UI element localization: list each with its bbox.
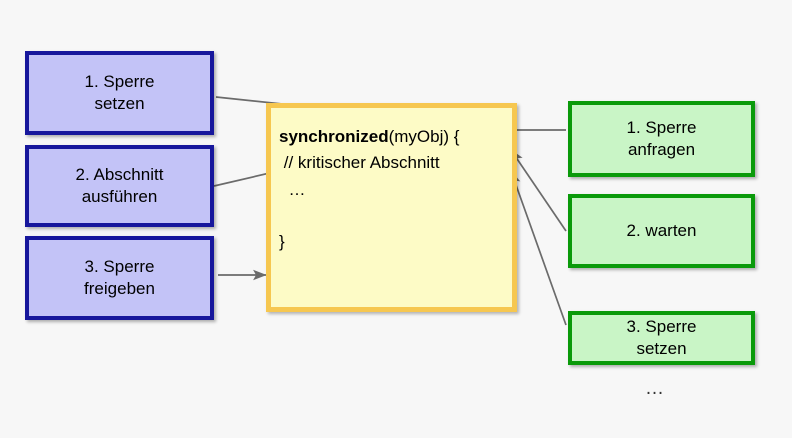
- box-lock-request[interactable]: 1. Sperre anfragen: [568, 101, 755, 177]
- code-line-comment: // kritischer Abschnitt: [279, 150, 512, 176]
- code-ellipsis: …: [288, 179, 306, 199]
- box-lock-acquire-line2: setzen: [636, 339, 687, 358]
- box-wait-line1: 2. warten: [626, 220, 697, 240]
- box-lock-release[interactable]: 3. Sperre freigeben: [25, 236, 214, 320]
- box-lock-set-line2: setzen: [94, 94, 145, 113]
- arrow-lock-acquire-to-code: [510, 170, 567, 326]
- box-lock-release-line1: 3. Sperre: [84, 256, 155, 276]
- box-lock-request-line2: anfragen: [627, 140, 696, 159]
- box-section-exec-line2: ausführen: [81, 187, 158, 206]
- code-block: synchronized(myObj) { // kritischer Absc…: [266, 103, 517, 312]
- box-lock-set[interactable]: 1. Sperre setzen: [25, 51, 214, 135]
- right-column-ellipsis: …: [645, 378, 666, 399]
- box-lock-release-line2: freigeben: [84, 279, 155, 298]
- arrow-wait-to-code: [510, 149, 567, 232]
- code-signature-rest: (myObj) {: [388, 127, 460, 146]
- box-section-exec-line1: 2. Abschnitt: [75, 164, 164, 184]
- code-keyword-synchronized: synchronized: [279, 127, 389, 146]
- code-line-closing-brace: }: [279, 229, 512, 255]
- box-section-exec[interactable]: 2. Abschnitt ausführen: [25, 145, 214, 227]
- box-lock-set-line1: 1. Sperre: [84, 71, 155, 91]
- box-lock-acquire[interactable]: 3. Sperre setzen: [568, 311, 755, 365]
- code-line-ellipsis: …: [279, 177, 512, 203]
- code-line-signature: synchronized(myObj) {: [279, 124, 512, 150]
- code-closing-brace: }: [279, 232, 285, 252]
- box-lock-acquire-line1: 3. Sperre: [626, 316, 697, 336]
- box-lock-request-line1: 1. Sperre: [626, 117, 697, 137]
- box-wait[interactable]: 2. warten: [568, 194, 755, 268]
- code-line-spacer: [279, 203, 512, 229]
- code-comment: // kritischer Abschnitt: [283, 153, 440, 173]
